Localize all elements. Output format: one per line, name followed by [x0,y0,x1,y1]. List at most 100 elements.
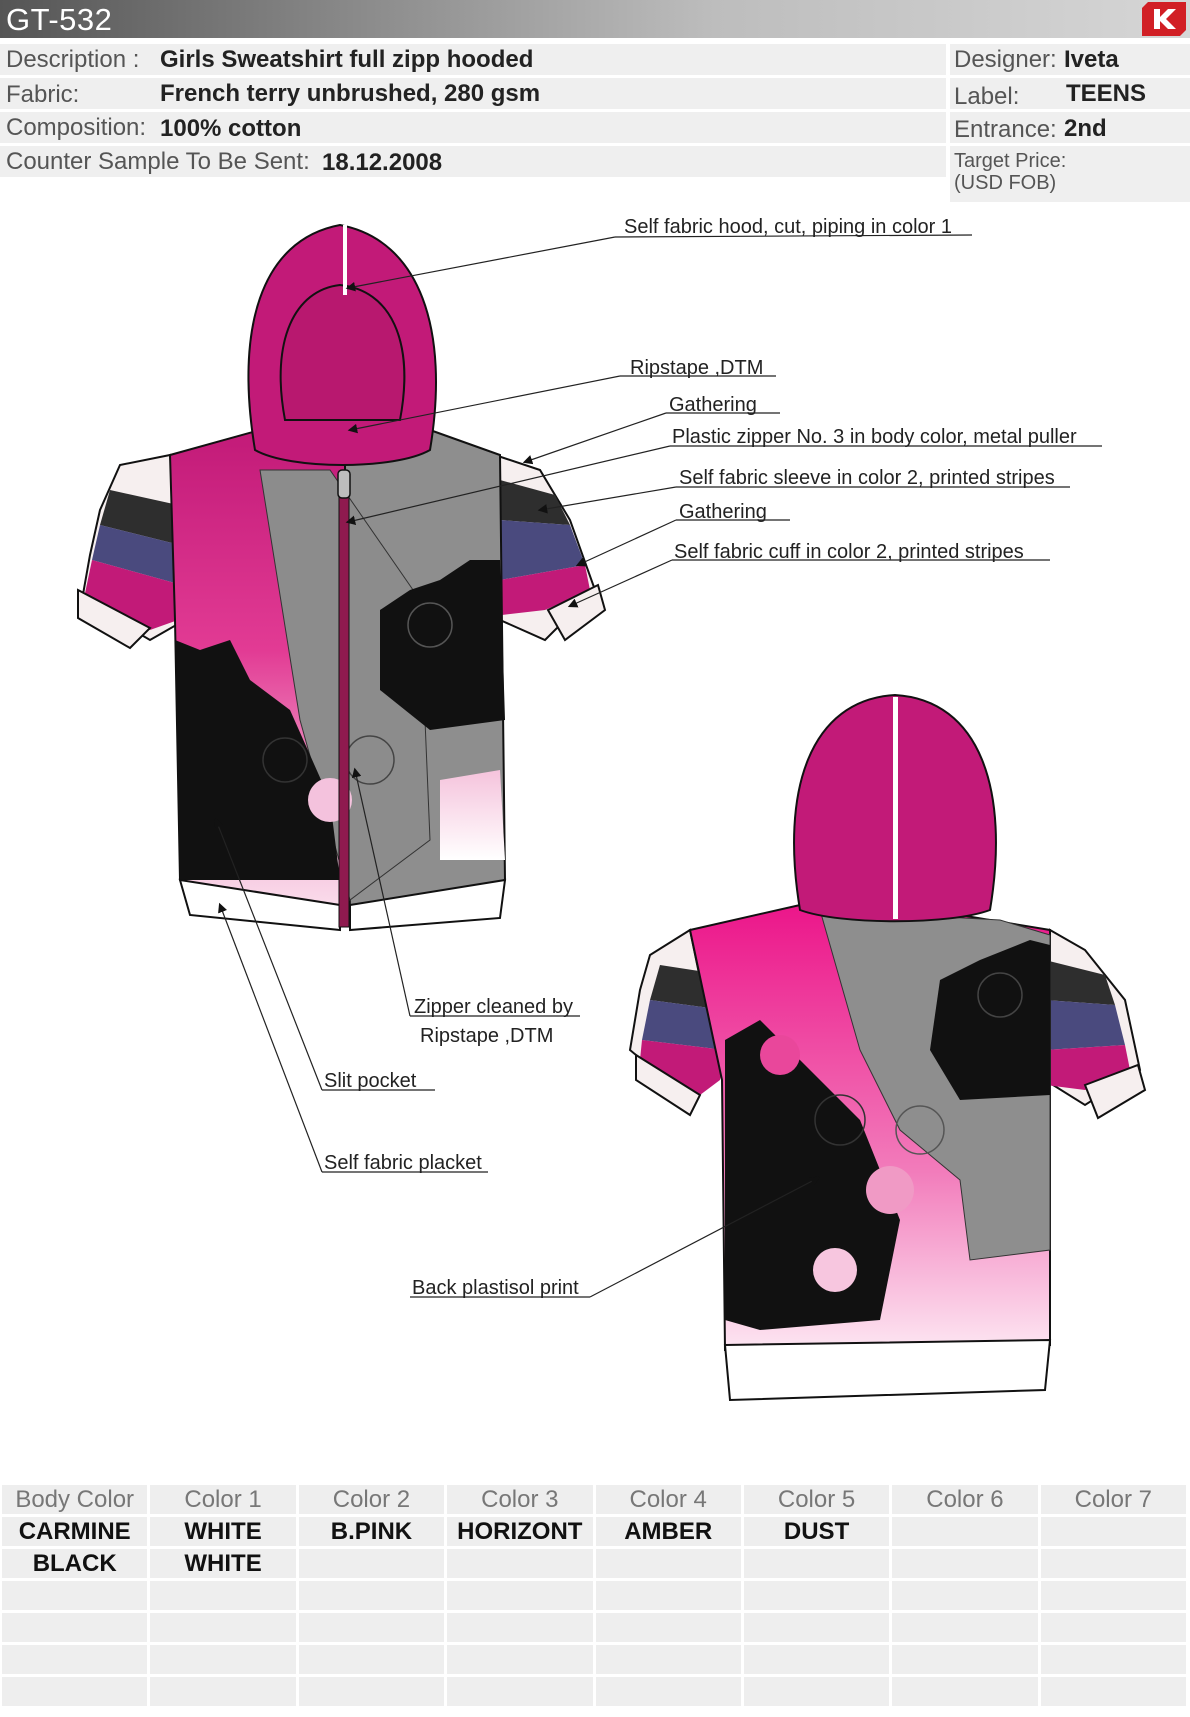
table-cell [298,1645,445,1674]
front-view [77,223,607,932]
table-cell [1040,1549,1186,1578]
color-table: Body Color Color 1 Color 2 Color 3 Color… [0,1482,1189,1709]
front-left-sleeve [77,453,187,650]
table-cell: WHITE [150,1517,296,1546]
header-cell: Color 1 [150,1485,296,1514]
header-cell: Color 2 [298,1485,445,1514]
annotation-cuff: Self fabric cuff in color 2, printed str… [674,541,1024,563]
table-cell [595,1645,741,1674]
table-cell [447,1645,593,1674]
annotation-gathering-hood: Gathering [669,394,757,416]
table-row [2,1613,1186,1642]
table-cell [892,1677,1038,1706]
composition-label: Composition: [6,114,147,141]
table-cell: CARMINE [2,1517,148,1546]
table-cell [447,1677,593,1706]
table-cell [892,1613,1038,1642]
label-label: Label: [954,83,1020,110]
designer-row [950,44,1190,75]
annotation-zipper-cleaned-2: Ripstape ,DTM [420,1025,553,1047]
table-cell: B.PINK [298,1517,445,1546]
annotations [214,234,1102,1298]
fabric-value: French terry unbrushed, 280 gsm [160,80,541,107]
table-row: BLACK WHITE [2,1549,1186,1578]
table-cell [595,1613,741,1642]
table-cell [743,1677,890,1706]
front-right-sleeve [493,453,607,642]
table-cell [892,1645,1038,1674]
table-cell [1040,1517,1186,1546]
description-row [0,44,946,75]
table-cell [150,1613,296,1642]
table-cell [743,1549,890,1578]
table-cell [595,1549,741,1578]
header-cell: Color 6 [892,1485,1038,1514]
counter-sample-row [0,146,946,177]
entrance-row [950,112,1190,143]
header-cell: Color 7 [1040,1485,1186,1514]
back-hood [793,693,997,923]
counter-sample-value: 18.12.2008 [322,149,443,176]
designer-value: Iveta [1064,46,1119,73]
table-cell [2,1613,148,1642]
table-cell [892,1517,1038,1546]
table-cell: DUST [743,1517,890,1546]
header-cell: Color 5 [743,1485,890,1514]
brand-logo [1142,2,1186,36]
header-cell: Color 4 [595,1485,741,1514]
annotation-zipper-cleaned: Zipper cleaned by [414,996,573,1018]
header-cell: Body Color [2,1485,148,1514]
target-price-label: Target Price: [954,150,1067,172]
annotation-back-print: Back plastisol print [412,1277,579,1299]
table-cell [447,1613,593,1642]
table-cell [743,1645,890,1674]
table-cell [1040,1677,1186,1706]
label-row [950,78,1190,109]
counter-sample-label: Counter Sample To Be Sent: [6,148,310,175]
table-cell [150,1677,296,1706]
table-cell [892,1581,1038,1610]
annotation-ripstape: Ripstape ,DTM [630,357,763,379]
annotation-placket: Self fabric placket [324,1152,482,1174]
table-row [2,1677,1186,1706]
annotation-hood: Self fabric hood, cut, piping in color 1 [624,216,952,238]
table-cell [1040,1613,1186,1642]
table-cell: WHITE [150,1549,296,1578]
header-cell: Color 3 [447,1485,593,1514]
table-cell [1040,1645,1186,1674]
table-cell [743,1613,890,1642]
table-row: CARMINE WHITE B.PINK HORIZONT AMBER DUST [2,1517,1186,1546]
description-value: Girls Sweatshirt full zipp hooded [160,46,534,73]
table-cell: HORIZONT [447,1517,593,1546]
table-cell [2,1677,148,1706]
table-cell: BLACK [2,1549,148,1578]
table-cell [595,1677,741,1706]
back-view [628,693,1147,1402]
table-cell: AMBER [595,1517,741,1546]
designer-label: Designer: [954,46,1057,73]
style-code: GT-532 [6,2,113,37]
front-hood [247,223,437,466]
table-cell [150,1645,296,1674]
table-cell [2,1645,148,1674]
table-cell [298,1581,445,1610]
back-left-sleeve [628,928,725,1117]
target-price-row [950,146,1190,202]
table-cell [298,1677,445,1706]
table-cell [447,1581,593,1610]
composition-row [0,112,946,143]
table-cell [1040,1581,1186,1610]
annotation-sleeve: Self fabric sleeve in color 2, printed s… [679,467,1055,489]
composition-value: 100% cotton [160,115,302,142]
annotation-gathering-sleeve: Gathering [679,501,767,523]
label-value: TEENS [1066,80,1147,107]
table-cell [298,1613,445,1642]
entrance-value: 2nd [1064,115,1107,142]
entrance-label: Entrance: [954,116,1057,143]
table-cell [447,1549,593,1578]
target-price-currency: (USD FOB) [954,172,1057,194]
fabric-row [0,78,946,109]
table-cell [298,1549,445,1578]
annotation-zipper: Plastic zipper No. 3 in body color, meta… [672,426,1077,448]
table-row [2,1645,1186,1674]
